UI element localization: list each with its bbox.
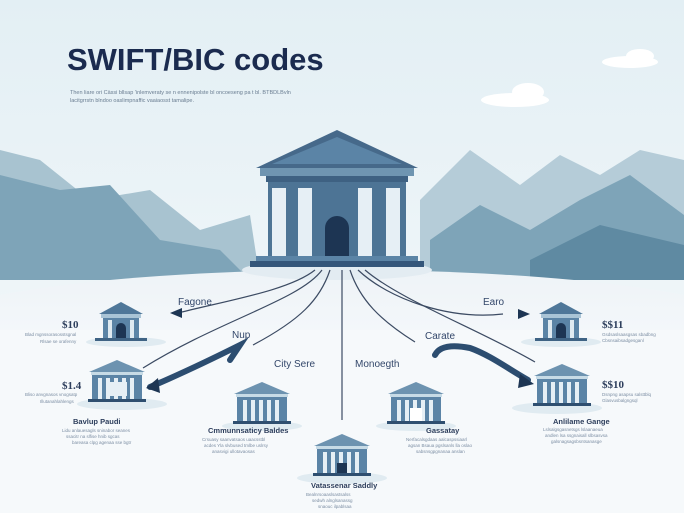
bank-7-note: andlen lsa ssgnaisall slbsasvsa [545,433,608,438]
label-city-sere: City Sere [274,359,316,370]
bank-7-name: Anlilame Gange [553,417,610,426]
bank-icon-6 [521,302,601,347]
bank-5-name: Gassatay [426,426,460,435]
subtitle-line-2: lacitgrrstn blndoo oaslimpnaffic vaaiaos… [70,98,194,104]
bank-2-name: Bavlup Paudi [73,417,121,426]
bank-2-note: ssacitr na slfise hnib sgcas [66,434,120,439]
bank-6-amount: $$11 [602,319,623,331]
arrow-carate-icon [432,343,531,383]
bank-4-desc: sedwh alnglsanassg [312,498,353,503]
label-fagone: Fagone [178,297,212,308]
bank-2-desc: Bliso anvgnasos vnogsatp [25,392,78,397]
arrow-head-icon [170,308,182,318]
bank-7-amount: $$10 [602,379,625,391]
subtitle-line-1: Then liare ori Cässi bllsap 'inlemveraty… [70,90,291,96]
bank-3-desc: anasvigi ullotavaosas [212,449,256,454]
bank-4-desc: snaouc ilpablsaa [318,504,352,509]
bank-2-note: Lidu anlauesagls sninabor seanes [62,428,131,433]
bank-4-name: Vatassenar Saddly [311,481,378,490]
label-earo: Earo [483,297,505,308]
bank-7-desc: Glasvusbalgngsql [602,398,638,403]
bank-icon-1 [86,302,166,347]
bank-5-desc: sabsnsgpgnanaa anslan [416,449,465,454]
bank-4-desc: Bealnrsoaaslsastsalss [306,492,351,497]
bank-5-desc: agsan Bsaua pgslsanls lla oslao [408,443,473,448]
bank-1-desc: Rlsae se orafenny [40,339,77,344]
bank-3-name: Cmmunnsaticy Baldes [208,426,288,435]
bank-3-desc: Crsuasy saanvatsaos uaacsstbl [202,437,265,442]
bank-6-desc: Cbsnsaibsadgesganl [602,338,644,343]
label-nup: Nup [232,330,251,341]
bank-5-desc: Nerfacalsgdaas aalcaspssiaarl [406,437,467,442]
bank-1-amount: $10 [62,319,79,331]
connector-lines [142,269,536,420]
mountains [0,150,684,280]
bank-icon-7 [512,364,602,414]
label-monoegth: Monoegth [355,359,399,370]
label-carate: Carate [425,331,455,342]
bank-6-desc: Gsdsaslsaasgsas sbadbng [602,332,656,337]
bank-7-desc: Dsnpng asapsu salsttblq [602,392,652,397]
bank-3-desc: acdes Yla slvbused tmlbe uslrsy [204,443,269,448]
arrow-head-icon [518,309,530,319]
bank-7-note: Lslsalgsgasnetsgs lslaanaeua [543,427,603,432]
bank-icon-5 [376,382,456,431]
bank-1-desc: Blad mgnssorasosstsgnal [25,332,76,337]
bank-icon-4 [297,434,387,484]
arrow-nup-icon [147,337,249,390]
bank-2-desc: Illutanahlahlengs [40,399,75,404]
bank-icon-2 [77,360,167,410]
bank-2-amount: $1.4 [62,380,82,392]
bank-2-note: bareasa clpg agenaa sse bgtr [72,440,132,445]
cloud-icon [481,49,658,107]
bank-7-note: galsnagsagsbsntsanasge [551,439,602,444]
bank-icon-3 [222,382,302,431]
page-title: SWIFT/BIC codes [67,42,324,77]
central-bank-icon [242,130,432,280]
